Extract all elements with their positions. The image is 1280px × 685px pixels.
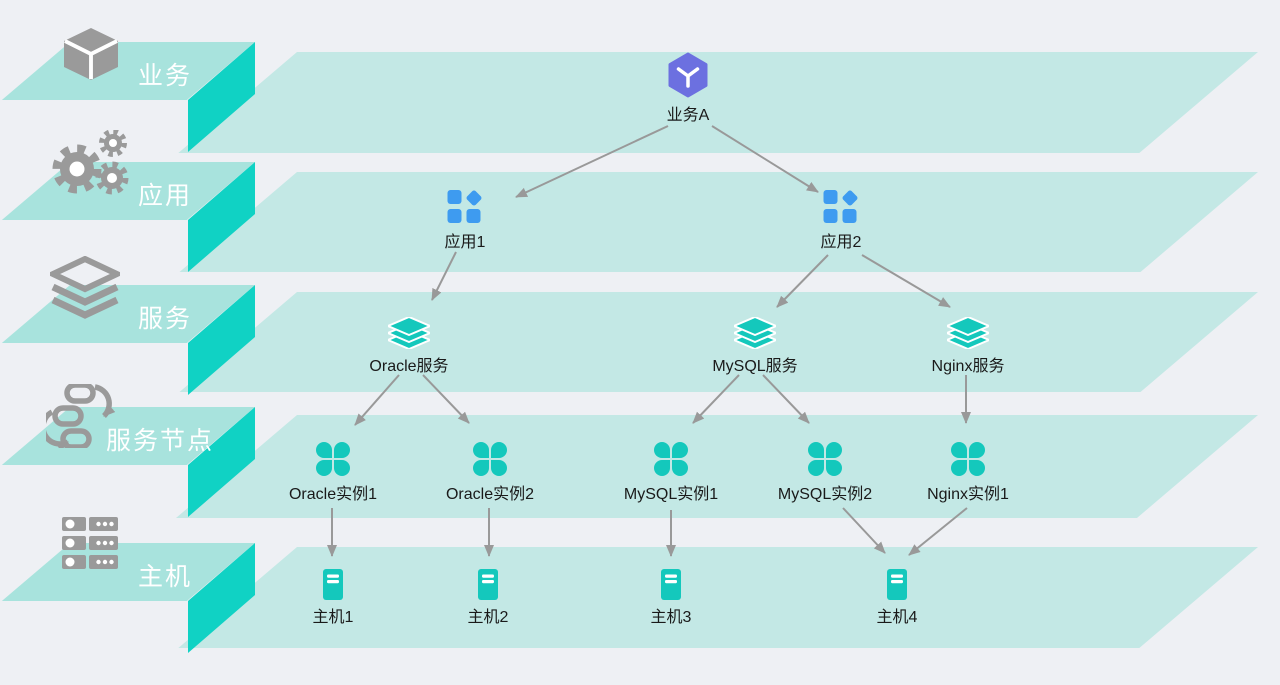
layer-label-application: 应用 xyxy=(138,182,193,210)
node-label-svc-mysql: MySQL服务 xyxy=(712,358,798,375)
node-svc-mysql[interactable] xyxy=(734,317,776,349)
edge-app-1-to-svc-oracle xyxy=(431,251,457,301)
edge-svc-mysql-to-inst-mysql-1 xyxy=(692,374,740,424)
node-biz-a[interactable] xyxy=(667,52,709,98)
layer-label-service-node: 服务节点 xyxy=(106,427,215,455)
app-grid-icon xyxy=(448,190,483,224)
node-host-2[interactable] xyxy=(478,569,498,600)
node-svc-nginx[interactable] xyxy=(947,317,989,349)
edge-svc-mysql-to-inst-mysql-2 xyxy=(762,374,810,424)
edge-app-2-to-svc-mysql xyxy=(776,254,829,308)
node-label-host-1: 主机1 xyxy=(312,609,354,626)
instance-clover-icon xyxy=(951,442,985,476)
host-tower-icon xyxy=(661,569,681,600)
node-label-app-1: 应用1 xyxy=(444,234,486,251)
node-host-1[interactable] xyxy=(323,569,343,600)
instance-clover-icon xyxy=(654,442,688,476)
node-label-inst-oracle-2: Oracle实例2 xyxy=(445,486,535,503)
service-stack-icon xyxy=(388,317,430,349)
host-tower-icon xyxy=(323,569,343,600)
edge-biz-a-to-app-1 xyxy=(515,125,669,198)
node-label-inst-mysql-1: MySQL实例1 xyxy=(623,486,719,503)
node-label-inst-nginx-1: Nginx实例1 xyxy=(927,486,1009,503)
service-stack-icon xyxy=(947,317,989,349)
node-app-2[interactable] xyxy=(824,190,859,224)
edge-inst-mysql-2-to-host-4 xyxy=(842,507,886,554)
node-host-4[interactable] xyxy=(887,569,907,600)
edge-biz-a-to-app-2 xyxy=(711,125,819,193)
service-stack-icon xyxy=(734,317,776,349)
node-app-1[interactable] xyxy=(448,190,483,224)
instance-clover-icon xyxy=(316,442,350,476)
node-label-host-2: 主机2 xyxy=(467,609,509,626)
business-cube-icon xyxy=(667,52,709,98)
node-inst-oracle-1[interactable] xyxy=(316,442,350,476)
edge-inst-nginx-1-to-host-4 xyxy=(908,507,968,556)
node-inst-oracle-2[interactable] xyxy=(473,442,507,476)
node-label-inst-mysql-2: MySQL实例2 xyxy=(777,486,873,503)
node-svc-oracle[interactable] xyxy=(388,317,430,349)
host-tower-icon xyxy=(887,569,907,600)
node-label-svc-oracle: Oracle服务 xyxy=(369,358,449,375)
app-grid-icon xyxy=(824,190,859,224)
node-label-svc-nginx: Nginx服务 xyxy=(931,358,1005,375)
node-inst-mysql-1[interactable] xyxy=(654,442,688,476)
instance-clover-icon xyxy=(808,442,842,476)
host-tower-icon xyxy=(478,569,498,600)
layer-label-host: 主机 xyxy=(138,563,193,591)
node-inst-mysql-2[interactable] xyxy=(808,442,842,476)
edge-svc-oracle-to-inst-oracle-2 xyxy=(422,374,470,424)
node-label-inst-oracle-1: Oracle实例1 xyxy=(288,486,378,503)
node-label-biz-a: 业务A xyxy=(666,107,710,124)
layer-label-service: 服务 xyxy=(138,305,193,333)
node-host-3[interactable] xyxy=(661,569,681,600)
instance-clover-icon xyxy=(473,442,507,476)
node-inst-nginx-1[interactable] xyxy=(951,442,985,476)
layer-label-business: 业务 xyxy=(138,62,193,90)
edge-app-2-to-svc-nginx xyxy=(861,254,951,308)
node-label-host-3: 主机3 xyxy=(650,609,692,626)
node-label-app-2: 应用2 xyxy=(820,234,862,251)
edge-svc-oracle-to-inst-oracle-1 xyxy=(354,374,400,426)
node-label-host-4: 主机4 xyxy=(876,609,918,626)
